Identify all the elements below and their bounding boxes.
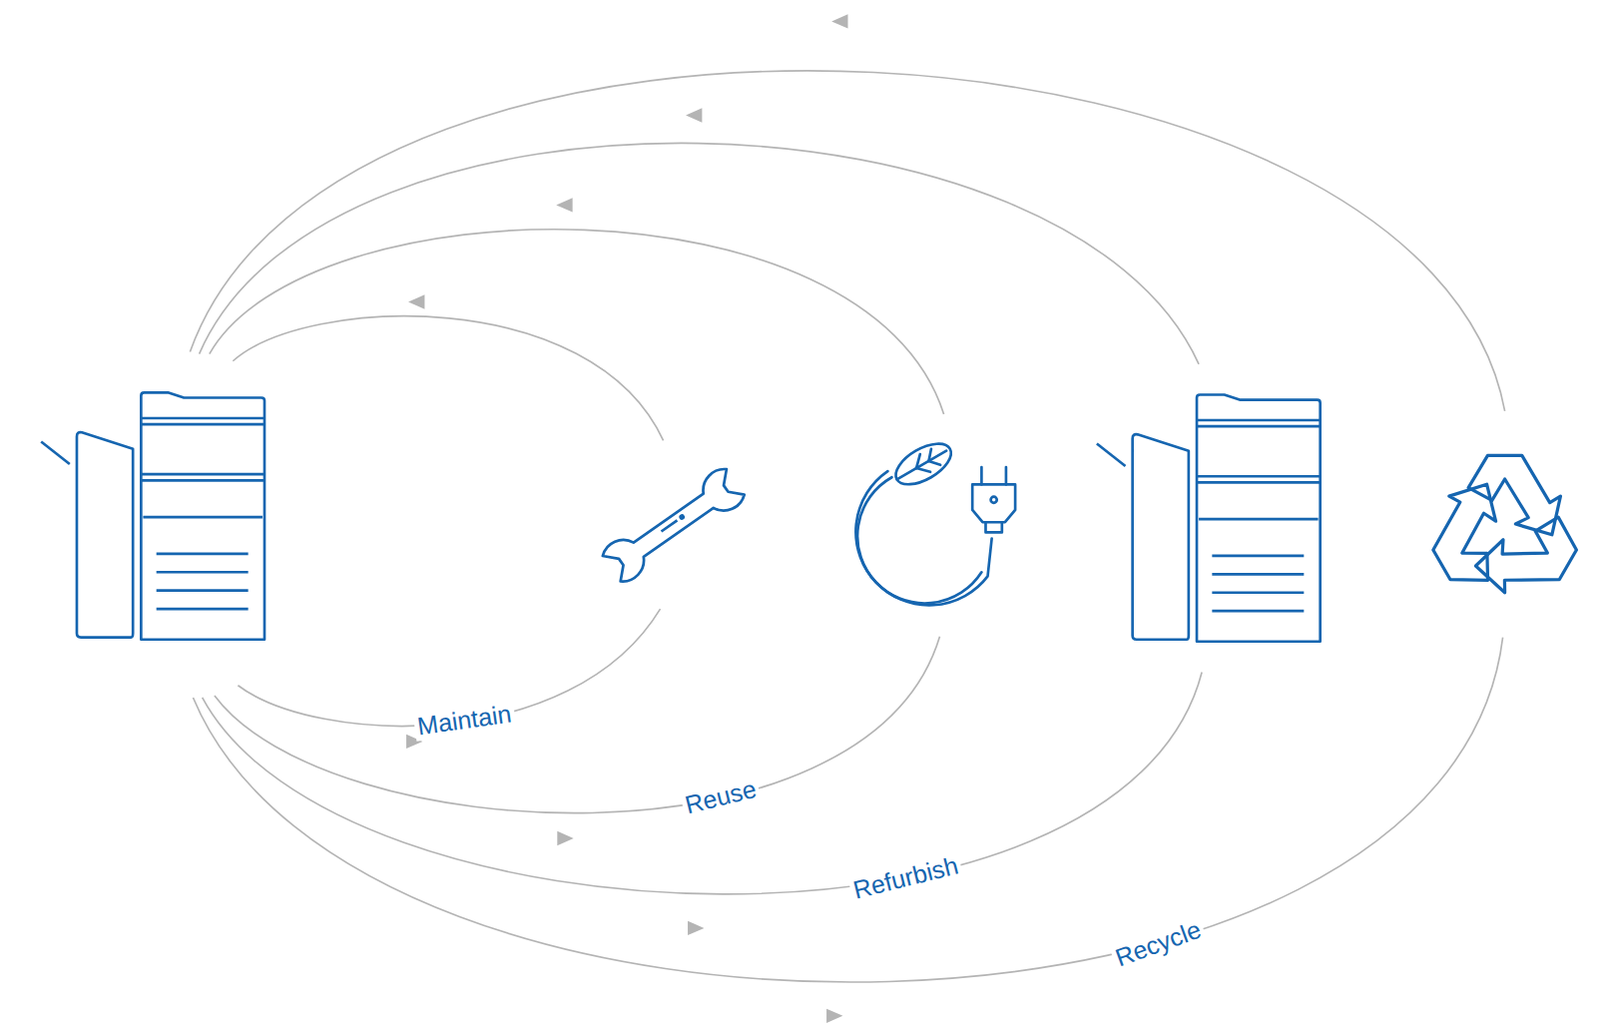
- loop-label: Reuse: [679, 774, 763, 821]
- loop-label: Maintain: [412, 699, 516, 741]
- wrench-icon: [599, 465, 748, 586]
- loop-arrowheads: [406, 13, 848, 1024]
- leaf-plug-icon: [855, 435, 1016, 605]
- printer-icon: [1096, 394, 1321, 641]
- loop-label: Recycle: [1108, 915, 1208, 974]
- loop-label: Refurbish: [847, 851, 964, 906]
- recycle-icon: [1414, 455, 1588, 613]
- printer-icon: [40, 392, 265, 639]
- loop-arcs: [189, 70, 1505, 983]
